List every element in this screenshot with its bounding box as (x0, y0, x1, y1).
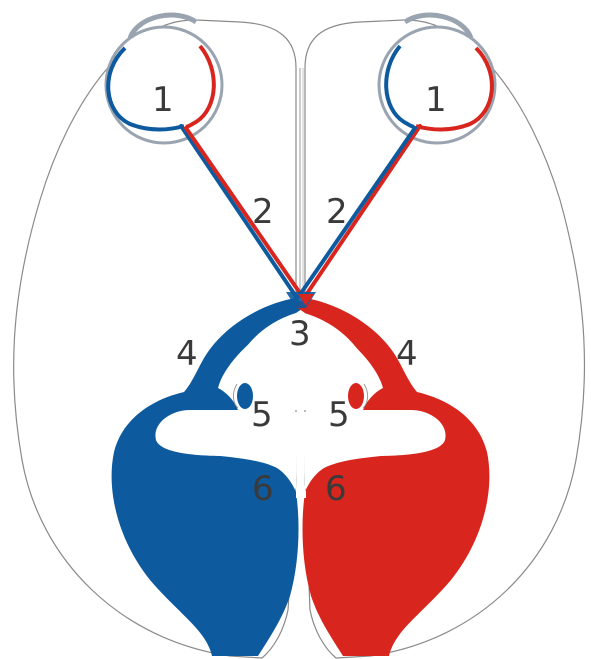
label-cortex-left: 6 (252, 469, 274, 509)
label-tract-right: 4 (396, 334, 418, 374)
right-lgn (348, 383, 364, 409)
right-optic-nerve-blue (299, 128, 415, 296)
label-cortex-right: 6 (325, 469, 347, 509)
label-nerve-right: 2 (326, 192, 348, 232)
label-nucleus-left: 5 (251, 395, 273, 435)
label-eye-left: 1 (152, 80, 174, 120)
label-chiasm: 3 (289, 314, 311, 354)
left-optic-nerve-red (186, 128, 302, 296)
label-nerve-left: 2 (252, 192, 274, 232)
right-optic-nerve-red (304, 126, 420, 298)
label-eye-right: 1 (425, 80, 447, 120)
left-optic-nerve-blue (181, 126, 297, 298)
label-tract-left: 4 (176, 334, 198, 374)
label-nucleus-right: 5 (328, 395, 350, 435)
